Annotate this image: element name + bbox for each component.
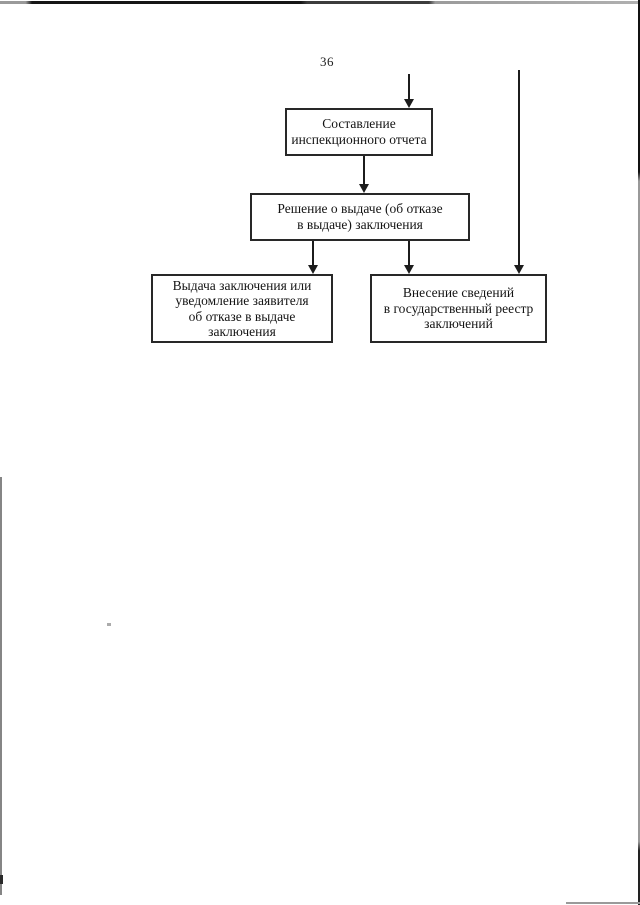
arrow-long-to-register: [514, 70, 524, 274]
arrow-head-icon: [514, 265, 524, 274]
arrow-decision-to-issue: [308, 241, 318, 274]
scan-edge-bottom-right: [566, 902, 640, 904]
page-number: 36: [320, 54, 334, 69]
arrow-shaft: [408, 241, 410, 267]
scan-speck: [107, 623, 111, 626]
arrow-report-to-decision: [359, 156, 369, 193]
arrow-shaft: [312, 241, 314, 267]
arrow-decision-to-register: [404, 241, 414, 274]
arrow-head-icon: [404, 99, 414, 108]
scan-edge-top: [0, 1, 640, 4]
arrow-head-icon: [404, 265, 414, 274]
scan-edge-left-blot: [0, 875, 3, 884]
arrow-shaft: [363, 156, 365, 186]
scan-edge-right: [638, 0, 640, 905]
arrow-shaft: [408, 74, 410, 101]
arrow-into-report: [404, 74, 414, 108]
scan-edge-left: [0, 477, 2, 895]
arrow-head-icon: [308, 265, 318, 274]
arrow-shaft: [518, 70, 520, 267]
arrow-head-icon: [359, 184, 369, 193]
